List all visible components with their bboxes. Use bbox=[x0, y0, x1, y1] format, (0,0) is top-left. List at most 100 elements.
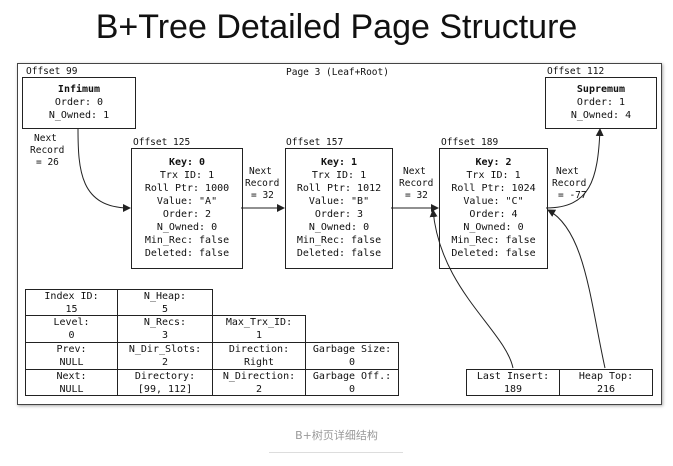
record-trx-id: Trx ID: 1 bbox=[466, 170, 521, 181]
user-record-key-2: Key: 2 Trx ID: 1 Roll Ptr: 1024 Value: "… bbox=[439, 148, 548, 269]
next-label-key2-3: = -77 bbox=[558, 190, 587, 201]
record-n-owned: N_Owned: 0 bbox=[308, 222, 370, 233]
caption-underline bbox=[269, 452, 403, 453]
header-direction-value: Right bbox=[243, 357, 275, 368]
record-key: Key: 2 bbox=[475, 157, 512, 168]
record-key: Key: 0 bbox=[168, 157, 206, 168]
header-garbage-size-value: 0 bbox=[348, 357, 356, 368]
supremum-record: Supremum Order: 1 N_Owned: 4 bbox=[545, 77, 657, 129]
diagram-title: B+Tree Detailed Page Structure bbox=[95, 8, 578, 46]
header-n-recs-value: 3 bbox=[161, 330, 169, 341]
header-index-id: Index ID: 15 bbox=[25, 289, 118, 316]
header-prev-label: Prev: bbox=[56, 344, 87, 355]
next-label-key2-1: Next bbox=[556, 166, 579, 177]
header-n-dir-slots: N_Dir_Slots: 2 bbox=[117, 342, 213, 370]
last-insert-box: Last Insert: 189 bbox=[466, 369, 560, 396]
header-n-direction-label: N_Direction: bbox=[222, 371, 296, 382]
header-level: Level: 0 bbox=[25, 315, 118, 343]
heap-top-value: 216 bbox=[596, 384, 616, 395]
header-index-id-value: 15 bbox=[65, 304, 78, 315]
next-label-key2-2: Record bbox=[552, 178, 587, 189]
page-frame bbox=[17, 63, 662, 405]
infimum-name: Infimum bbox=[57, 84, 101, 95]
record-1-offset: Offset 157 bbox=[286, 137, 344, 148]
header-garbage-off-label: Garbage Off.: bbox=[312, 371, 392, 382]
header-n-heap-label: N_Heap: bbox=[143, 291, 187, 302]
record-value: Value: "C" bbox=[463, 196, 524, 207]
header-directory: Directory: [99, 112] bbox=[117, 369, 213, 396]
record-0-offset: Offset 125 bbox=[133, 137, 191, 148]
next-label-key0-2: Record bbox=[245, 178, 280, 189]
record-roll-ptr: Roll Ptr: 1000 bbox=[144, 183, 230, 194]
header-next-label: Next: bbox=[56, 371, 87, 382]
next-label-infimum-1: Next bbox=[34, 133, 57, 144]
supremum-order: Order: 1 bbox=[576, 97, 626, 108]
infimum-n-owned: N_Owned: 1 bbox=[48, 110, 110, 121]
header-n-direction-value: 2 bbox=[255, 384, 263, 395]
record-value: Value: "B" bbox=[308, 196, 370, 207]
header-next: Next: NULL bbox=[25, 369, 118, 396]
next-label-key0-1: Next bbox=[249, 166, 272, 177]
record-n-owned: N_Owned: 0 bbox=[463, 222, 524, 233]
record-min-rec: Min_Rec: false bbox=[451, 235, 536, 246]
header-index-id-label: Index ID: bbox=[44, 291, 99, 302]
figure-caption: B+树页详细结构 bbox=[295, 429, 378, 442]
header-direction-label: Direction: bbox=[228, 344, 290, 355]
user-record-key-1: Key: 1 Trx ID: 1 Roll Ptr: 1012 Value: "… bbox=[285, 148, 393, 269]
record-min-rec: Min_Rec: false bbox=[144, 235, 230, 246]
record-trx-id: Trx ID: 1 bbox=[311, 170, 367, 181]
record-min-rec: Min_Rec: false bbox=[296, 235, 382, 246]
header-n-heap-value: 5 bbox=[161, 304, 169, 315]
infimum-record: Infimum Order: 0 N_Owned: 1 bbox=[22, 77, 136, 129]
header-garbage-size: Garbage Size: 0 bbox=[305, 342, 399, 370]
record-trx-id: Trx ID: 1 bbox=[159, 170, 215, 181]
record-order: Order: 3 bbox=[314, 209, 364, 220]
page-label: Page 3 (Leaf+Root) bbox=[286, 67, 389, 78]
record-deleted: Deleted: false bbox=[451, 248, 536, 259]
record-roll-ptr: Roll Ptr: 1012 bbox=[296, 183, 382, 194]
header-max-trx-id: Max_Trx_ID: 1 bbox=[212, 315, 306, 343]
header-level-label: Level: bbox=[53, 317, 90, 328]
header-directory-label: Directory: bbox=[134, 371, 196, 382]
record-deleted: Deleted: false bbox=[296, 248, 382, 259]
header-level-value: 0 bbox=[68, 330, 75, 341]
header-n-recs: N_Recs: 3 bbox=[117, 315, 213, 343]
record-order: Order: 4 bbox=[469, 209, 518, 220]
supremum-n-owned: N_Owned: 4 bbox=[570, 110, 632, 121]
last-insert-value: 189 bbox=[503, 384, 523, 395]
infimum-order: Order: 0 bbox=[54, 97, 104, 108]
user-record-key-0: Key: 0 Trx ID: 1 Roll Ptr: 1000 Value: "… bbox=[131, 148, 243, 269]
record-deleted: Deleted: false bbox=[144, 248, 230, 259]
next-label-infimum-3: = 26 bbox=[36, 157, 59, 168]
supremum-name: Supremum bbox=[576, 84, 626, 95]
heap-top-box: Heap Top: 216 bbox=[559, 369, 653, 396]
header-n-dir-slots-label: N_Dir_Slots: bbox=[128, 344, 202, 355]
record-key: Key: 1 bbox=[320, 157, 358, 168]
last-insert-label: Last Insert: bbox=[476, 371, 550, 382]
header-max-trx-id-label: Max_Trx_ID: bbox=[225, 317, 293, 328]
record-value: Value: "A" bbox=[156, 196, 218, 207]
header-garbage-size-label: Garbage Size: bbox=[312, 344, 392, 355]
header-max-trx-id-value: 1 bbox=[255, 330, 263, 341]
header-next-value: NULL bbox=[59, 384, 84, 395]
next-label-key1-2: Record bbox=[399, 178, 434, 189]
next-label-key1-3: = 32 bbox=[405, 190, 428, 201]
header-n-dir-slots-value: 2 bbox=[161, 357, 169, 368]
header-prev: Prev: NULL bbox=[25, 342, 118, 370]
infimum-offset-label: Offset 99 bbox=[26, 66, 78, 77]
record-n-owned: N_Owned: 0 bbox=[156, 222, 218, 233]
header-direction: Direction: Right bbox=[212, 342, 306, 370]
next-label-key1-1: Next bbox=[403, 166, 426, 177]
record-roll-ptr: Roll Ptr: 1024 bbox=[451, 183, 536, 194]
header-directory-value: [99, 112] bbox=[137, 384, 193, 395]
header-garbage-off-value: 0 bbox=[348, 384, 356, 395]
header-n-recs-label: N_Recs: bbox=[143, 317, 187, 328]
header-garbage-off: Garbage Off.: 0 bbox=[305, 369, 399, 396]
next-label-key0-3: = 32 bbox=[251, 190, 274, 201]
header-n-heap: N_Heap: 5 bbox=[117, 289, 213, 316]
supremum-offset-label: Offset 112 bbox=[547, 66, 605, 77]
record-2-offset: Offset 189 bbox=[441, 137, 499, 148]
header-prev-value: NULL bbox=[59, 357, 84, 368]
header-n-direction: N_Direction: 2 bbox=[212, 369, 306, 396]
heap-top-label: Heap Top: bbox=[578, 371, 634, 382]
